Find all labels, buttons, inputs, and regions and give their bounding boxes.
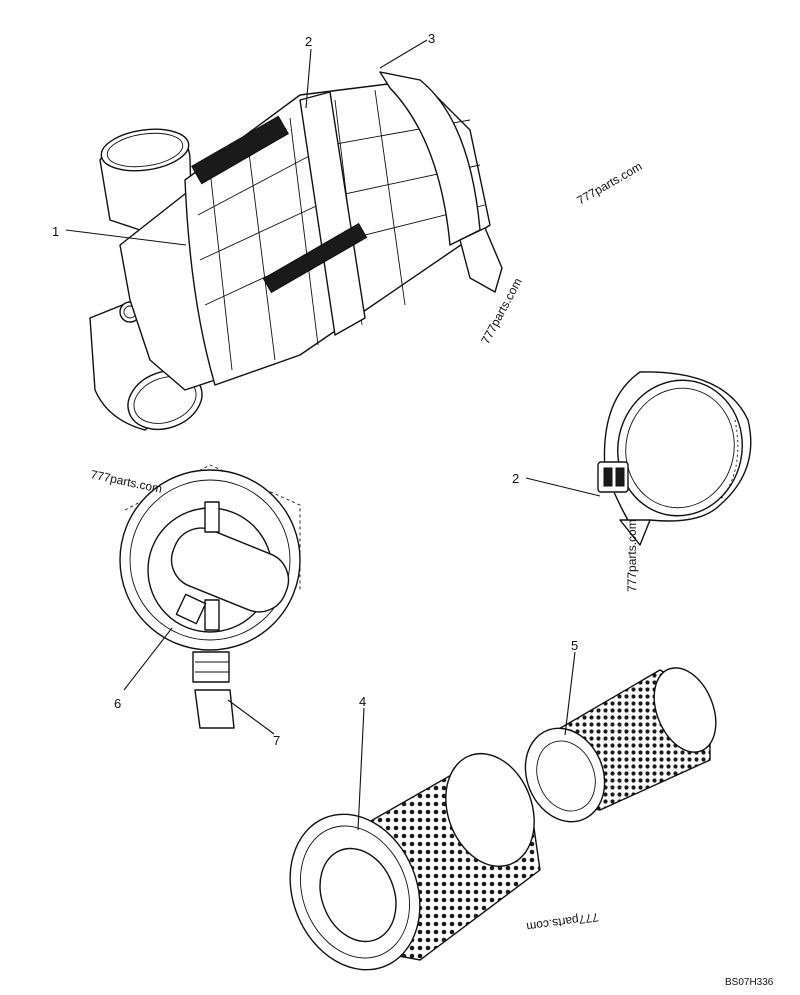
watermark: 777parts.com (575, 159, 645, 207)
callout-1: 1 (52, 224, 59, 239)
watermark: 777parts.com (526, 910, 600, 934)
callout-5: 5 (571, 638, 578, 653)
watermark: 777parts.com (625, 519, 639, 592)
mounting-clamp (597, 371, 752, 546)
callout-3: 3 (428, 31, 435, 46)
callout-2: 2 (305, 34, 312, 49)
drawing-code: BS07H336 (725, 977, 774, 988)
housing-end-view (119, 464, 301, 729)
watermark: 777parts.com (89, 467, 163, 496)
callout-6: 6 (114, 696, 121, 711)
primary-filter-element (289, 752, 541, 971)
leader-lines (65, 39, 601, 831)
callout-2-clamp: 2 (512, 471, 519, 486)
secondary-filter-element (524, 667, 717, 823)
air-cleaner-assembly (89, 71, 503, 431)
callout-4: 4 (359, 694, 366, 709)
callout-7: 7 (273, 733, 280, 748)
